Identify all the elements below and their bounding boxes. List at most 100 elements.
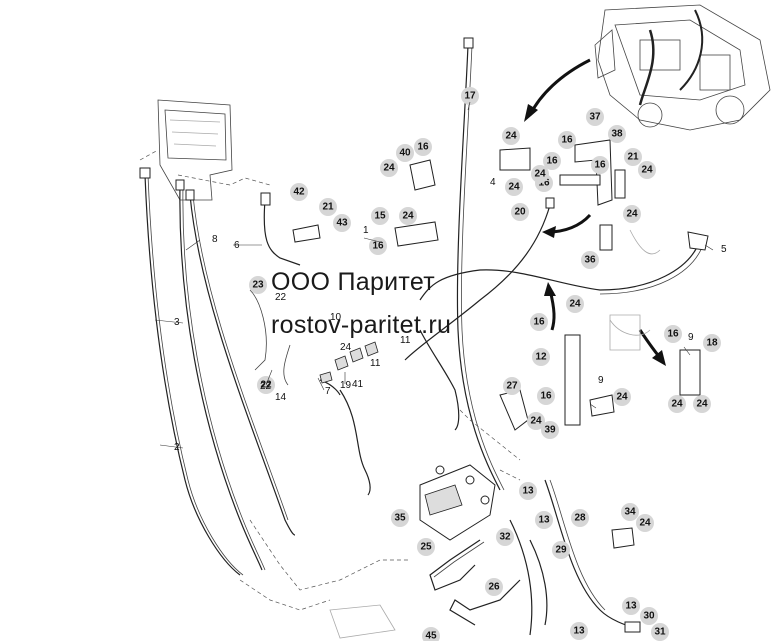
svg-text:39: 39 xyxy=(544,425,556,436)
part-label-7: 7 xyxy=(325,386,331,397)
svg-text:24: 24 xyxy=(616,392,628,403)
svg-text:30: 30 xyxy=(643,611,655,622)
leader-lines xyxy=(154,101,714,449)
part-label-22: 22 xyxy=(260,381,272,392)
left-bracket-assembly xyxy=(139,99,271,201)
part-label-11: 11 xyxy=(370,358,381,369)
svg-text:42: 42 xyxy=(293,187,305,198)
watermark-website: rostov-paritet.ru xyxy=(271,311,452,339)
part-label-5: 5 xyxy=(721,244,727,255)
svg-text:13: 13 xyxy=(522,486,534,497)
callout-31: 31 xyxy=(651,623,669,641)
svg-text:24: 24 xyxy=(671,399,683,410)
part-label-9: 9 xyxy=(688,332,694,343)
svg-text:20: 20 xyxy=(514,207,526,218)
direction-arrows xyxy=(524,58,666,366)
svg-text:24: 24 xyxy=(402,211,414,222)
part-label-11: 11 xyxy=(400,335,411,346)
part-label-19: 19 xyxy=(340,380,352,391)
svg-text:24: 24 xyxy=(569,299,581,310)
callout-23: 23 xyxy=(249,276,267,294)
svg-text:37: 37 xyxy=(589,112,601,123)
part-label-41: 41 xyxy=(352,379,364,390)
svg-text:23: 23 xyxy=(252,280,264,291)
svg-text:29: 29 xyxy=(555,545,567,556)
svg-text:16: 16 xyxy=(594,160,606,171)
part-label-8: 8 xyxy=(212,234,218,245)
svg-text:16: 16 xyxy=(372,241,384,252)
svg-text:16: 16 xyxy=(546,156,558,167)
svg-text:13: 13 xyxy=(538,515,550,526)
part-label-4: 4 xyxy=(490,177,496,188)
control-valve xyxy=(419,464,496,541)
part-label-24: 24 xyxy=(340,342,352,353)
callout-39: 39 xyxy=(541,421,559,439)
callout-13: 13 xyxy=(570,622,588,640)
svg-text:25: 25 xyxy=(420,542,432,553)
lower-pipes xyxy=(239,409,641,639)
callout-15: 15 xyxy=(371,207,389,225)
callout-16: 16 xyxy=(369,237,387,255)
callout-45: 45 xyxy=(422,627,440,641)
callout-24: 24 xyxy=(668,395,686,413)
svg-text:27: 27 xyxy=(506,381,518,392)
svg-text:45: 45 xyxy=(425,631,437,641)
svg-text:18: 18 xyxy=(706,338,718,349)
svg-text:32: 32 xyxy=(499,532,511,543)
svg-text:24: 24 xyxy=(696,399,708,410)
callout-13: 13 xyxy=(535,511,553,529)
part-label-14: 14 xyxy=(275,392,287,403)
svg-text:16: 16 xyxy=(538,178,550,189)
svg-text:24: 24 xyxy=(508,182,520,193)
callout-24: 24 xyxy=(399,207,417,225)
callout-13: 13 xyxy=(519,482,537,500)
callout-16: 16 xyxy=(414,138,432,156)
callout-16: 16 xyxy=(558,131,576,149)
callout-24: 24 xyxy=(566,295,584,313)
callout-16: 16 xyxy=(591,156,609,174)
svg-text:40: 40 xyxy=(399,148,411,159)
part-label-10: 10 xyxy=(330,312,342,323)
callout-24: 24 xyxy=(527,412,545,430)
svg-text:21: 21 xyxy=(322,202,334,213)
callout-16: 16 xyxy=(530,313,548,331)
callout-13: 13 xyxy=(622,597,640,615)
callout-38: 38 xyxy=(608,125,626,143)
callout-29: 29 xyxy=(552,541,570,559)
callout-42: 42 xyxy=(290,183,308,201)
part-label-1: 1 xyxy=(363,225,369,236)
vehicle-fragment xyxy=(594,4,771,131)
svg-text:24: 24 xyxy=(383,163,395,174)
watermark-company-name: ООО Паритет xyxy=(271,268,436,296)
svg-text:16: 16 xyxy=(417,142,429,153)
svg-text:38: 38 xyxy=(611,129,623,140)
part-label-22: 22 xyxy=(275,292,287,303)
callout-24: 24 xyxy=(505,178,523,196)
brackets xyxy=(249,139,701,549)
svg-text:24: 24 xyxy=(626,209,638,220)
left-hoses xyxy=(139,167,301,576)
svg-text:34: 34 xyxy=(624,507,636,518)
callout-24: 24 xyxy=(613,388,631,406)
svg-text:24: 24 xyxy=(505,131,517,142)
svg-text:12: 12 xyxy=(535,352,547,363)
svg-text:15: 15 xyxy=(374,211,386,222)
callout-25: 25 xyxy=(417,538,435,556)
callout-37: 37 xyxy=(586,108,604,126)
callout-24: 24 xyxy=(623,205,641,223)
callout-24: 24 xyxy=(636,514,654,532)
svg-text:28: 28 xyxy=(574,513,586,524)
part-label-9: 9 xyxy=(598,375,604,386)
callout-17: 17 xyxy=(461,87,479,105)
callout-12: 12 xyxy=(532,348,550,366)
svg-text:43: 43 xyxy=(336,218,348,229)
svg-text:13: 13 xyxy=(573,626,585,637)
svg-text:24: 24 xyxy=(534,169,546,180)
callout-32: 32 xyxy=(496,528,514,546)
callout-24: 24 xyxy=(693,395,711,413)
callout-21: 21 xyxy=(319,198,337,216)
callout-40: 40 xyxy=(396,144,414,162)
svg-text:17: 17 xyxy=(464,91,476,102)
callout-16: 16 xyxy=(664,325,682,343)
